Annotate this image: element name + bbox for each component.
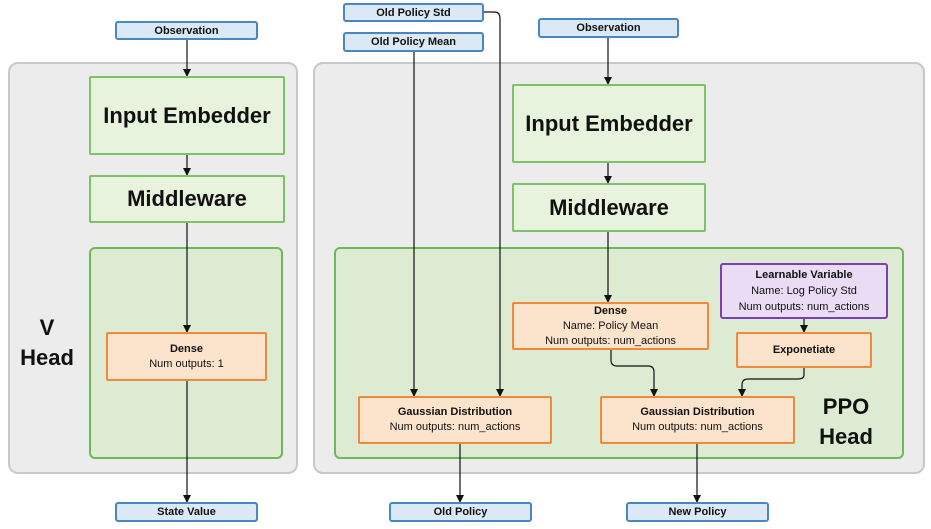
gaussian-old-title: Gaussian Distribution bbox=[397, 406, 513, 418]
exponentiate-title: Exponetiate bbox=[772, 343, 836, 356]
v-observation-input: Observation bbox=[115, 21, 258, 40]
ppo-observation-input: Observation bbox=[538, 18, 679, 38]
state-value-output: State Value bbox=[115, 502, 258, 522]
v-head-label-line1: V bbox=[39, 315, 55, 340]
new-policy-output: New Policy bbox=[626, 502, 769, 522]
old-policy-std-input: Old Policy Std bbox=[343, 3, 484, 22]
ppo-head-label: PPO Head bbox=[806, 392, 886, 452]
gaussian-old-outputs: Num outputs: num_actions bbox=[389, 421, 521, 433]
ppo-middleware-block: Middleware bbox=[512, 183, 706, 232]
v-dense-title: Dense bbox=[169, 342, 204, 355]
v-middleware-block: Middleware bbox=[89, 175, 285, 223]
v-head-label-line2: Head bbox=[20, 345, 74, 370]
ppo-dense-policy-mean: Dense Name: Policy Mean Num outputs: num… bbox=[512, 302, 709, 350]
ppo-dense-title: Dense bbox=[593, 304, 628, 317]
ppo-head-label-line2: Head bbox=[819, 424, 873, 449]
learnable-variable-title: Learnable Variable bbox=[755, 269, 853, 281]
gaussian-new-title: Gaussian Distribution bbox=[640, 406, 755, 418]
learnable-variable-block: Learnable Variable Name: Log Policy Std … bbox=[720, 263, 888, 319]
old-policy-mean-input: Old Policy Mean bbox=[343, 32, 484, 52]
old-policy-output: Old Policy bbox=[389, 502, 532, 522]
ppo-head-label-line1: PPO bbox=[822, 394, 870, 419]
ppo-dense-outputs: Num outputs: num_actions bbox=[545, 334, 676, 347]
ppo-dense-name: Name: Policy Mean bbox=[562, 319, 659, 332]
learnable-variable-outputs: Num outputs: num_actions bbox=[738, 301, 870, 313]
learnable-variable-name: Name: Log Policy Std bbox=[751, 285, 857, 297]
gaussian-distribution-new: Gaussian Distribution Num outputs: num_a… bbox=[600, 396, 795, 444]
gaussian-new-outputs: Num outputs: num_actions bbox=[632, 421, 763, 433]
v-head-label: V Head bbox=[12, 313, 82, 373]
exponentiate-block: Exponetiate bbox=[736, 332, 872, 368]
v-input-embedder-block: Input Embedder bbox=[89, 76, 285, 155]
gaussian-distribution-old: Gaussian Distribution Num outputs: num_a… bbox=[358, 396, 552, 444]
ppo-input-embedder-block: Input Embedder bbox=[512, 84, 706, 163]
v-dense-outputs: Num outputs: 1 bbox=[149, 357, 224, 370]
v-dense-layer: Dense Num outputs: 1 bbox=[106, 332, 267, 381]
